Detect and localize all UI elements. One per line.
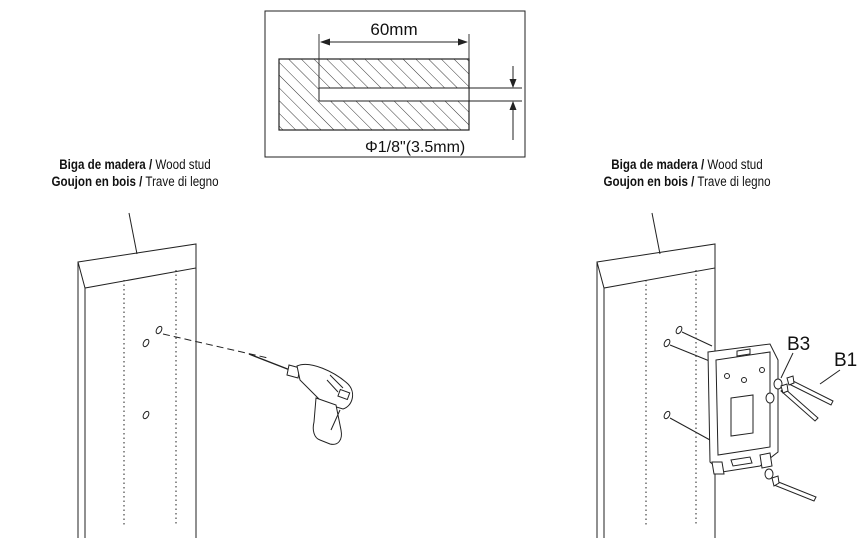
stud-caption-leader bbox=[128, 212, 138, 255]
dimension-arrow-right bbox=[458, 38, 468, 46]
plate-hole bbox=[759, 367, 765, 373]
screw-part-label: B1 bbox=[834, 350, 857, 371]
diameter-label: Φ1/8"(3.5mm) bbox=[365, 139, 465, 156]
washer-icon bbox=[765, 392, 775, 404]
washer-leader bbox=[780, 352, 794, 379]
washer-icon bbox=[773, 378, 783, 390]
plate-slot bbox=[730, 394, 754, 437]
screw-icon bbox=[771, 475, 817, 502]
washer-part-label: B3 bbox=[787, 334, 810, 355]
caption-french: Goujon en bois / bbox=[51, 174, 143, 189]
caption-french: Goujon en bois / bbox=[603, 174, 695, 189]
pilot-hole-marker bbox=[675, 325, 683, 335]
left-stud-caption: Biga de madera / Wood stud Goujon en boi… bbox=[19, 156, 251, 190]
diameter-arrow-top bbox=[509, 79, 517, 88]
pilot-hole bbox=[318, 87, 470, 102]
caption-line-2: Goujon en bois / Trave di legno bbox=[571, 173, 803, 190]
screw-leader bbox=[819, 369, 841, 385]
diameter-arrow-bottom bbox=[509, 101, 517, 110]
caption-spanish: Biga de madera / bbox=[59, 157, 153, 172]
drill-icon bbox=[248, 353, 354, 445]
washer-icon bbox=[764, 468, 774, 480]
caption-line-2: Goujon en bois / Trave di legno bbox=[19, 173, 251, 190]
drill-path bbox=[162, 333, 269, 359]
screw-icon bbox=[780, 383, 819, 422]
fastener-set bbox=[764, 352, 841, 502]
pilot-hole-marker bbox=[142, 410, 150, 420]
plate-hole bbox=[724, 373, 730, 379]
dimension-arrow-left bbox=[320, 38, 330, 46]
plate-hole bbox=[741, 377, 747, 383]
stud-top-face bbox=[596, 243, 716, 289]
caption-english: Wood stud bbox=[152, 157, 211, 172]
right-stud-caption: Biga de madera / Wood stud Goujon en boi… bbox=[571, 156, 803, 190]
pilot-hole-marker bbox=[155, 325, 163, 335]
screw-icon bbox=[786, 375, 834, 406]
pilot-hole-marker bbox=[663, 410, 671, 420]
caption-italian: Trave di legno bbox=[142, 174, 219, 189]
stud-caption-leader bbox=[651, 212, 661, 255]
stud-top-face bbox=[77, 243, 197, 289]
caption-spanish: Biga de madera / bbox=[611, 157, 705, 172]
right-wood-stud bbox=[596, 212, 716, 538]
caption-italian: Trave di legno bbox=[694, 174, 771, 189]
caption-line-1: Biga de madera / Wood stud bbox=[19, 156, 251, 173]
dimension-label: 60mm bbox=[370, 20, 417, 39]
pilot-hole-marker bbox=[663, 338, 671, 348]
caption-line-1: Biga de madera / Wood stud bbox=[571, 156, 803, 173]
left-wood-stud bbox=[77, 212, 269, 538]
drill-depth-detail: 60mm Φ1/8"(3.5mm) bbox=[264, 10, 526, 158]
mounting-plate bbox=[707, 343, 779, 475]
caption-english: Wood stud bbox=[704, 157, 763, 172]
pilot-hole-marker bbox=[142, 338, 150, 348]
